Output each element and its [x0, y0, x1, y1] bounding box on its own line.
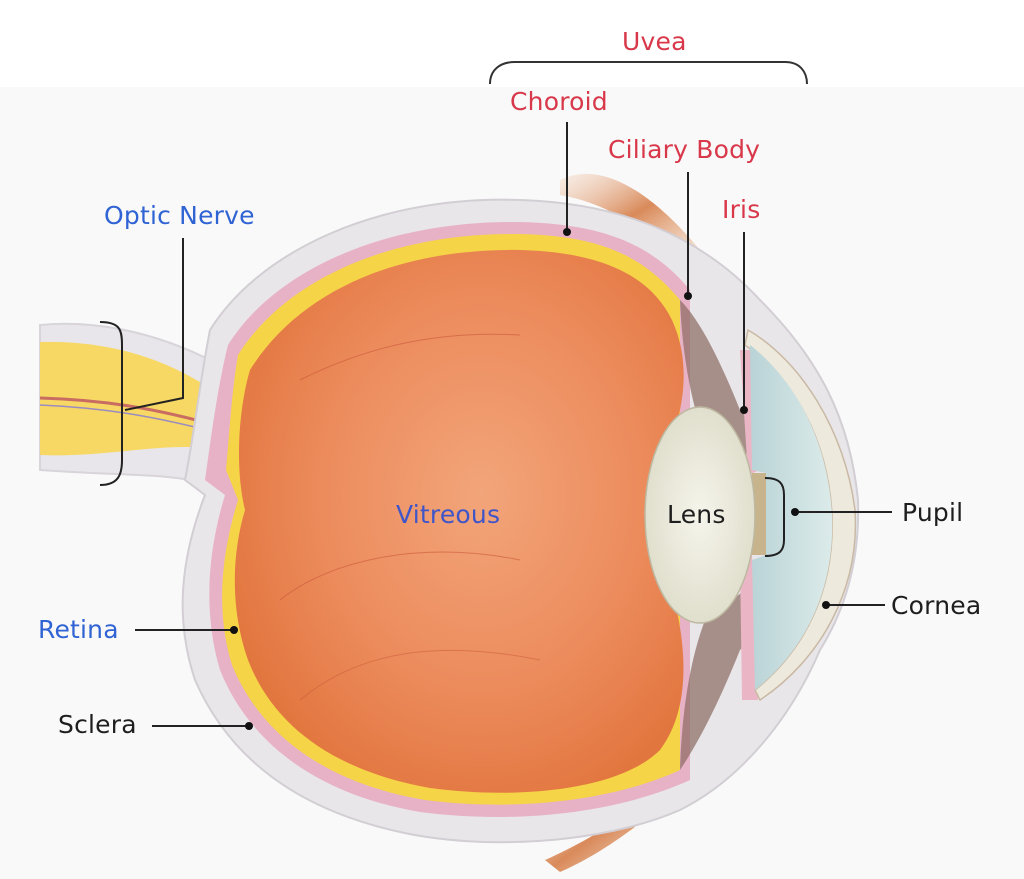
- optic-nerve-leader: [124, 238, 184, 411]
- label-retina: Retina: [38, 615, 119, 644]
- vitreous-shape: [234, 249, 684, 793]
- label-sclera: Sclera: [58, 710, 137, 739]
- leader-lines: [135, 122, 892, 727]
- lens-shape: [644, 406, 756, 624]
- label-vitreous: Vitreous: [396, 500, 501, 529]
- label-optic-nerve: Optic Nerve: [104, 201, 255, 230]
- label-lens: Lens: [667, 500, 726, 529]
- label-iris: Iris: [722, 195, 761, 224]
- label-pupil: Pupil: [902, 498, 964, 527]
- optic-nerve-bracket: [99, 321, 123, 486]
- leader-dots: [230, 228, 830, 730]
- label-choroid: Choroid: [510, 87, 608, 116]
- label-cornea: Cornea: [891, 591, 982, 620]
- label-ciliary-body: Ciliary Body: [608, 135, 761, 164]
- label-uvea: Uvea: [622, 27, 687, 56]
- uvea-bracket: [489, 61, 808, 85]
